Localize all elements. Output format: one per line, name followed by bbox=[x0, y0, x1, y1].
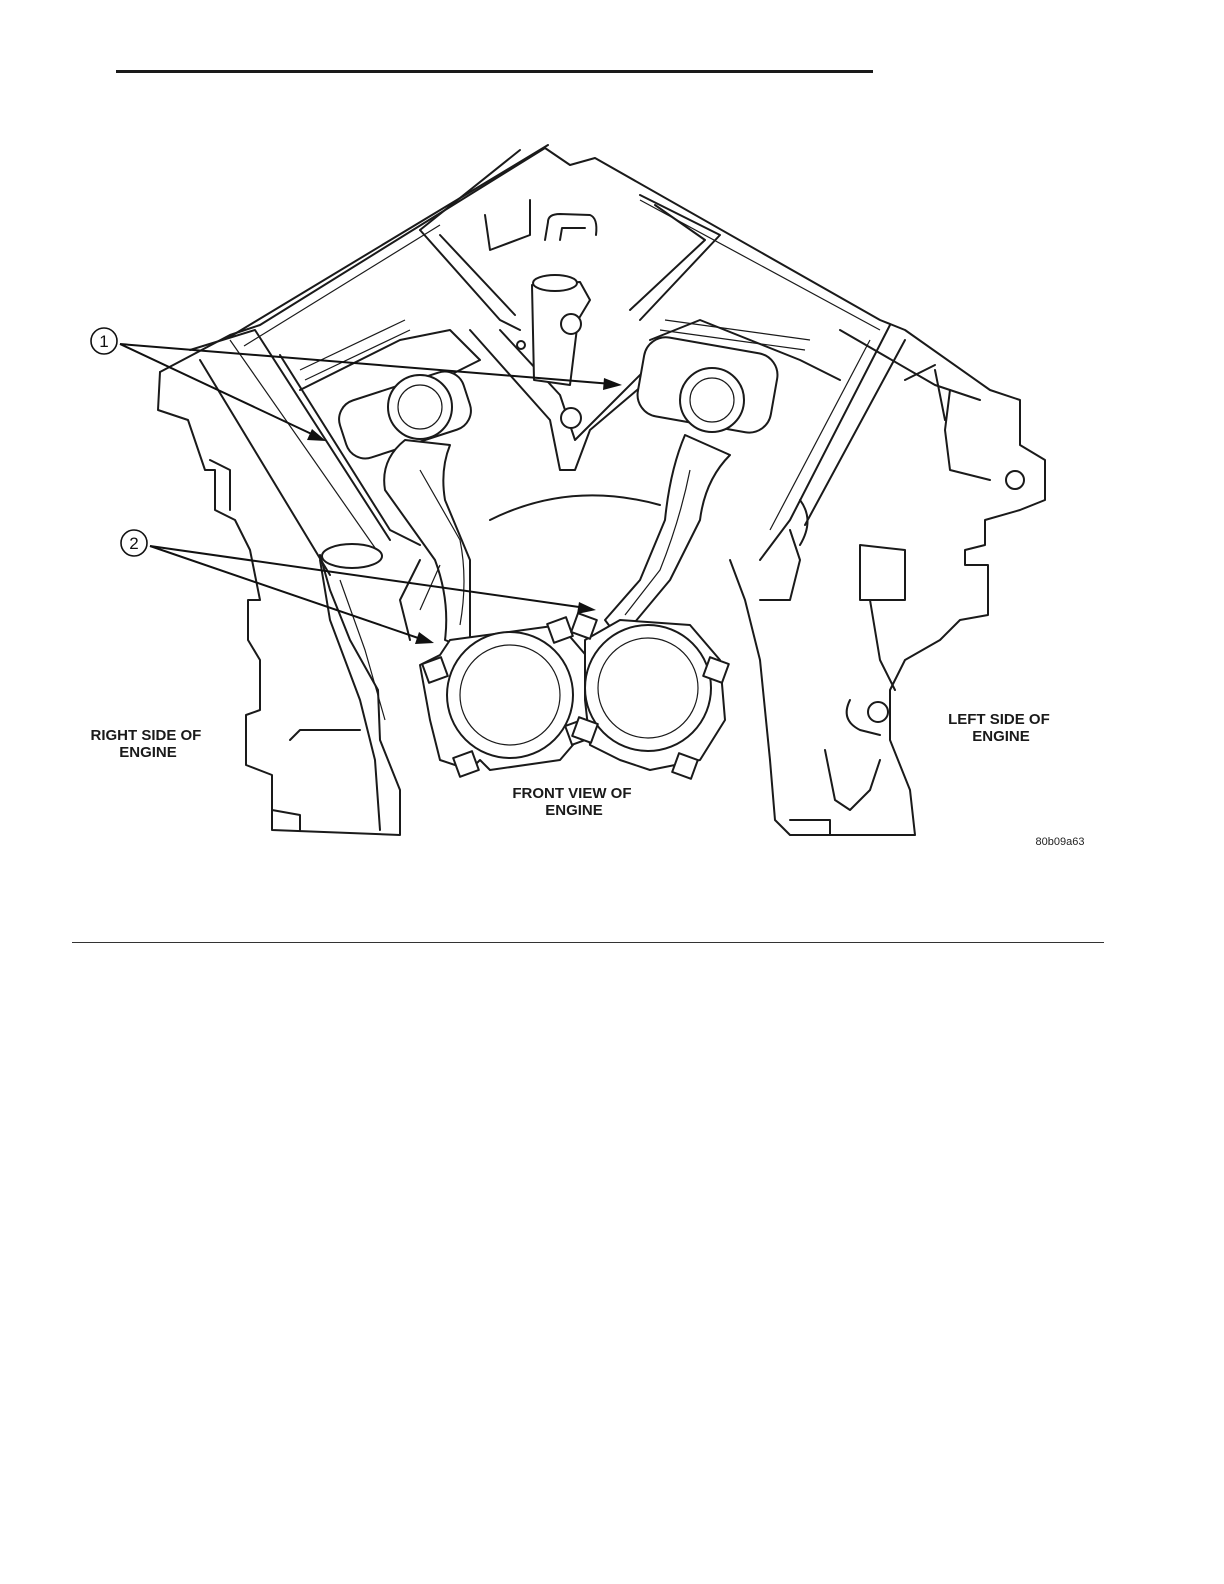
callout-2-number: 2 bbox=[129, 534, 138, 553]
front-view-label: FRONT VIEW OF ENGINE bbox=[512, 785, 635, 819]
right-side-label-line1: RIGHT SIDE OF bbox=[90, 727, 201, 744]
engine-block bbox=[158, 145, 1045, 835]
left-side-label-line1: LEFT SIDE OF bbox=[948, 711, 1050, 728]
footer-rule bbox=[72, 942, 1104, 943]
callout-1-arrowhead-b bbox=[603, 378, 622, 390]
right-side-label-line2: ENGINE bbox=[119, 744, 177, 761]
left-side-label: LEFT SIDE OF ENGINE bbox=[948, 711, 1054, 745]
front-view-label-line2: ENGINE bbox=[545, 802, 603, 819]
right-side-label: RIGHT SIDE OF ENGINE bbox=[90, 727, 205, 761]
figure-id: 80b09a63 bbox=[1036, 836, 1085, 848]
callout-2-leader-a bbox=[150, 546, 424, 640]
rod-bearing-right bbox=[571, 613, 729, 779]
callout-2-arrowhead-b bbox=[577, 602, 596, 614]
engine-front-view-diagram: 1 2 RIGHT SIDE OF ENGINE LEFT SIDE OF EN… bbox=[0, 0, 1224, 960]
callout-1-number: 1 bbox=[99, 332, 108, 351]
callout-2-arrowhead-a bbox=[415, 632, 434, 644]
front-view-label-line1: FRONT VIEW OF bbox=[512, 785, 631, 802]
left-side-label-line2: ENGINE bbox=[972, 728, 1030, 745]
